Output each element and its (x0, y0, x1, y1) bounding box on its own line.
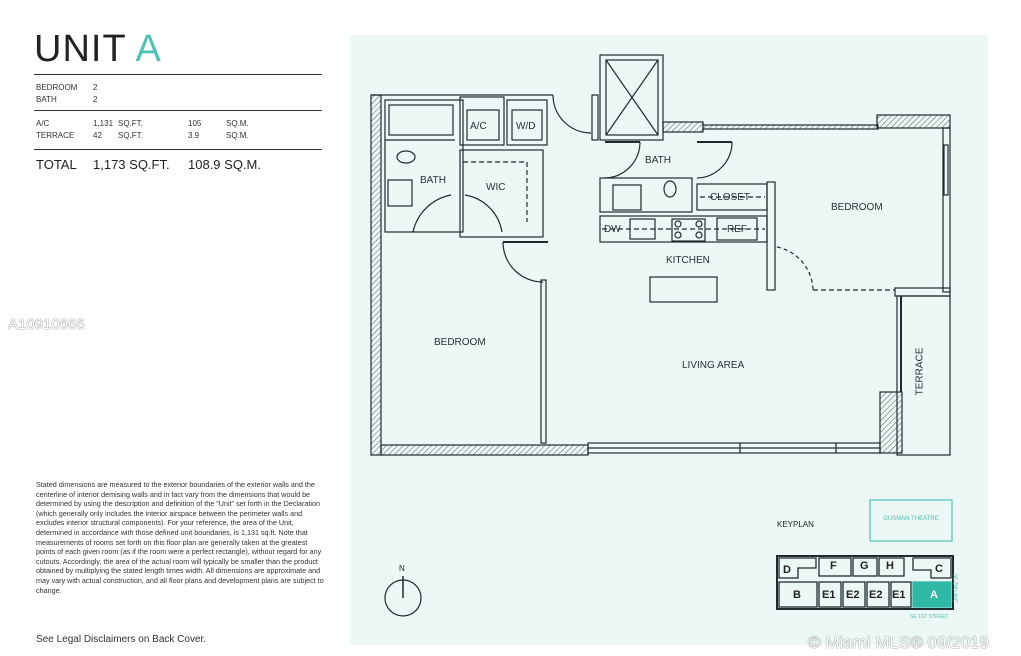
terrace-label: TERRACE (36, 131, 75, 140)
room-label-bath-2: BATH (645, 155, 671, 166)
keyplan-unit-b: B (793, 589, 801, 601)
room-label-ac: A/C (470, 121, 487, 132)
keyplan-unit-e2-b: E2 (869, 589, 883, 601)
ac-sqm-unit: SQ.M. (226, 119, 249, 128)
keyplan-unit-d: D (783, 564, 791, 576)
keyplan-unit-e1: E1 (822, 589, 836, 601)
room-label-bedroom: BEDROOM (434, 337, 486, 348)
keyplan-unit-c: C (935, 563, 943, 575)
room-label-kitchen: KITCHEN (666, 255, 710, 266)
gusman-theatre-label: GUSMAN THEATRE (883, 516, 939, 522)
kitchen-island (649, 276, 718, 303)
room-label-wic: WIC (486, 182, 506, 193)
room-label-terrace: TERRACE (914, 347, 926, 396)
keyplan-label: KEYPLAN (777, 520, 814, 529)
ac-sqft-unit: SQ.FT. (118, 119, 143, 128)
room-label-ref: REF (727, 224, 747, 235)
room-label-wd: W/D (516, 121, 536, 132)
listing-id-watermark: A10910666 (8, 316, 85, 333)
legal-note: See Legal Disclaimers on Back Cover. (36, 634, 207, 645)
bedroom-label: BEDROOM (36, 83, 78, 92)
bathtub (388, 104, 454, 136)
exterior-wall (370, 94, 382, 456)
divider (34, 149, 322, 150)
mls-watermark: © Miami MLS® 09/2019 (808, 633, 989, 652)
keyplan-unit-a-highlight (912, 581, 952, 608)
terrace-sqft: 42 (93, 131, 102, 140)
terrace-sqm: 3.9 (188, 131, 200, 140)
room-label-closet: CLOSET (710, 192, 751, 203)
divider (34, 110, 322, 111)
room-label-living-area: LIVING AREA (682, 360, 745, 371)
keyplan (384, 499, 954, 617)
toilet (396, 150, 416, 164)
room-label-bath: BATH (420, 175, 446, 186)
room-label-dw: DW (604, 224, 621, 235)
street-side-label: SE 2ND AVE (951, 573, 958, 603)
disclaimer-text: Stated dimensions are measured to the ex… (36, 480, 324, 595)
bath-value: 2 (93, 95, 98, 104)
terrace-sqft-unit: SQ.FT. (118, 131, 143, 140)
total-sqm: 108.9 SQ.M. (188, 157, 261, 172)
keyplan-unit-e2: E2 (846, 589, 860, 601)
street-bottom-label: SE 1ST STREET (910, 614, 949, 620)
bedroom-value: 2 (93, 83, 98, 92)
keyplan-unit-e1-b: E1 (892, 589, 906, 601)
divider (34, 74, 322, 75)
keyplan-unit-h: H (886, 560, 894, 572)
sink (387, 179, 413, 207)
bath-label: BATH (36, 95, 57, 104)
ac-sqm: 105 (188, 119, 202, 128)
total-label: TOTAL (36, 157, 77, 172)
ac-sqft: 1,131 (93, 119, 114, 128)
room-label-bedroom-2: BEDROOM (831, 202, 883, 213)
terrace-sqm-unit: SQ.M. (226, 131, 249, 140)
keyplan-unit-g: G (860, 560, 869, 572)
north-label: N (399, 564, 405, 573)
unit-title: UNIT A (34, 28, 162, 70)
keyplan-unit-a: A (930, 589, 938, 601)
total-sqft: 1,173 SQ.FT. (93, 157, 170, 172)
keyplan-unit-f: F (830, 560, 837, 572)
ac-label: A/C (36, 119, 50, 128)
floor-plan-panel (350, 35, 988, 645)
